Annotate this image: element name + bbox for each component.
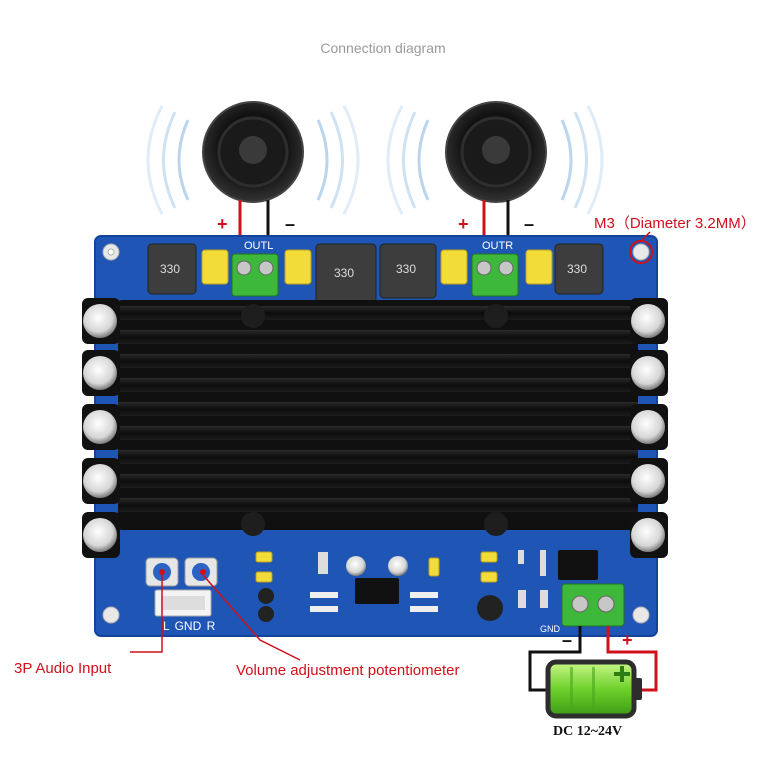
battery-icon: [545, 659, 642, 719]
heatsink: [118, 300, 638, 536]
input-pin-labels: L GND R: [163, 619, 216, 633]
power-terminal: [561, 583, 625, 627]
electrolytic-caps-right: [630, 298, 668, 558]
speaker-terminal-left: [231, 253, 279, 297]
left-plus-label: +: [217, 214, 228, 234]
inductor-marking-4: 330: [567, 262, 588, 276]
inductor-marking-1: 330: [160, 262, 181, 276]
power-plus-label: +: [622, 630, 633, 650]
gnd-silkscreen: GND: [540, 624, 560, 634]
power-wires: [528, 626, 658, 692]
callout-leaders: [130, 231, 651, 661]
volume-callout: Volume adjustment potentiometer: [236, 662, 460, 679]
power-minus-label: –: [562, 630, 573, 650]
inductor-marking-3: 330: [396, 262, 417, 276]
volume-pot-marker: [200, 569, 206, 575]
inductors: [147, 243, 604, 305]
speaker-left-icon: [202, 101, 304, 203]
right-minus-label: –: [524, 214, 535, 234]
electrolytic-caps-left: [82, 298, 120, 558]
diagram-title: Connection diagram: [320, 40, 446, 56]
audio-input-callout: 3P Audio Input: [14, 660, 112, 677]
sound-waves-left: [146, 105, 360, 215]
audio-input-connector: [154, 589, 212, 617]
smd-components: [258, 550, 598, 622]
right-plus-label: +: [458, 214, 469, 234]
inductor-marking-2: 330: [334, 266, 355, 280]
left-minus-label: –: [285, 214, 296, 234]
speaker-terminal-right: [471, 253, 519, 297]
mount-hole-callout: M3（Diameter 3.2MM）: [594, 215, 756, 232]
outl-silkscreen: OUTL: [244, 240, 274, 252]
audio-input-marker: [159, 569, 165, 575]
mount-holes: [102, 243, 650, 624]
outr-silkscreen: OUTR: [482, 240, 514, 252]
film-capacitors: [201, 249, 553, 583]
voltage-label: DC 12~24V: [553, 724, 623, 739]
speaker-right-icon: [445, 101, 547, 203]
sound-waves-right: [386, 105, 604, 215]
